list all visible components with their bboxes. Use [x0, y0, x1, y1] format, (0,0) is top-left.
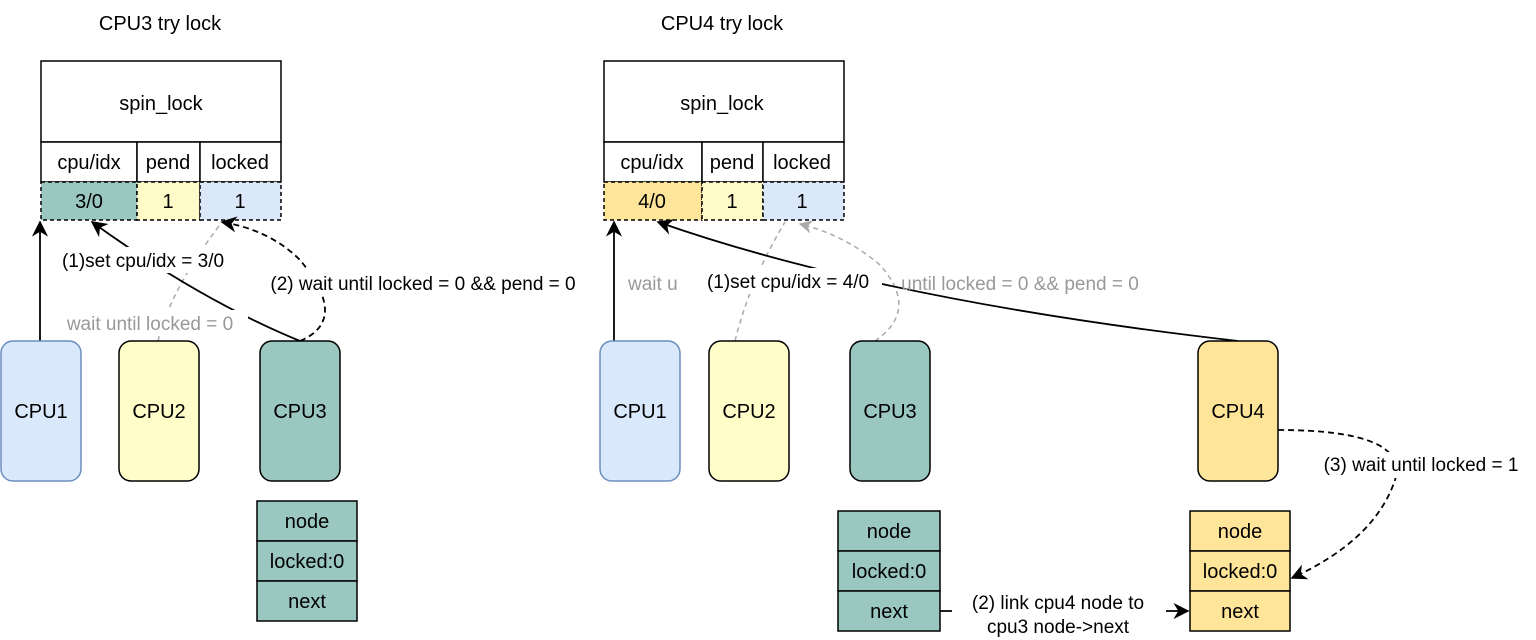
left-spin-lock-label: spin_lock — [119, 93, 203, 115]
left-cpu3-node: node locked:0 next — [256, 500, 358, 622]
right-value-cpu-idx: 4/0 — [638, 191, 666, 213]
left-arrow-cpu3-wait — [220, 216, 326, 342]
left-value-pend: 1 — [162, 191, 173, 213]
left-label-wait-pend: (2) wait until locked = 0 && pend = 0 — [270, 274, 575, 295]
right-spin-lock-label: spin_lock — [680, 93, 764, 115]
right-arrow-cpu4-wait — [1277, 429, 1398, 580]
right-cpu4-node-next: next — [1221, 601, 1259, 623]
left-node-next: next — [288, 591, 326, 613]
right-cpu3-node-next: next — [870, 601, 908, 623]
right-cpu3-label: CPU3 — [863, 401, 916, 423]
left-header-cpu-idx: cpu/idx — [57, 152, 120, 174]
left-header-locked: locked — [211, 152, 269, 174]
right-cpu2-label: CPU2 — [722, 401, 775, 423]
right-cpu3-node: node locked:0 next — [837, 510, 941, 632]
right-label-wait-partial: wait u — [627, 274, 678, 295]
left-label-wait-locked: wait until locked = 0 — [66, 314, 233, 335]
right-value-locked: 1 — [796, 191, 807, 213]
right-arrow-cpu4-set — [656, 219, 1239, 342]
left-value-cpu-idx: 3/0 — [75, 191, 103, 213]
right-cpu1: CPU1 — [599, 340, 681, 482]
right-cpu3-node-title: node — [867, 521, 912, 543]
right-cpu4: CPU4 — [1197, 340, 1279, 482]
left-title: CPU3 try lock — [99, 13, 222, 35]
right-label-wait-tail: until locked = 0 && pend = 0 — [901, 274, 1139, 295]
left-cpu1: CPU1 — [0, 340, 82, 482]
right-label-set: (1)set cpu/idx = 4/0 — [707, 272, 869, 293]
left-label-set: (1)set cpu/idx = 3/0 — [62, 251, 224, 272]
right-cpu3-node-locked: locked:0 — [852, 561, 927, 583]
left-cpu3-label: CPU3 — [273, 401, 326, 423]
left-spin-lock: spin_lock cpu/idx pend locked 3/0 1 1 — [40, 60, 282, 221]
right-label-link-1: (2) link cpu4 node to — [972, 593, 1144, 614]
right-label-link-2: cpu3 node->next — [987, 617, 1130, 638]
left-node-locked: locked:0 — [270, 551, 345, 573]
right-cpu3: CPU3 — [849, 340, 931, 482]
right-cpu4-node-locked: locked:0 — [1203, 561, 1278, 583]
right-title: CPU4 try lock — [661, 13, 784, 35]
right-value-pend: 1 — [726, 191, 737, 213]
left-header-pend: pend — [146, 152, 191, 174]
right-cpu4-node-title: node — [1218, 521, 1263, 543]
right-header-cpu-idx: cpu/idx — [620, 152, 683, 174]
right-cpu4-label: CPU4 — [1211, 401, 1264, 423]
left-cpu3: CPU3 — [259, 340, 341, 482]
right-cpu2: CPU2 — [708, 340, 790, 482]
left-cpu2-label: CPU2 — [132, 401, 185, 423]
right-spin-lock: spin_lock cpu/idx pend locked 4/0 1 1 — [603, 60, 845, 221]
left-cpu1-label: CPU1 — [14, 401, 67, 423]
right-label-wait-cpu4: (3) wait until locked = 1 — [1324, 455, 1519, 476]
right-cpu1-label: CPU1 — [613, 401, 666, 423]
right-header-locked: locked — [773, 152, 831, 174]
left-cpu2: CPU2 — [118, 340, 200, 482]
right-header-pend: pend — [710, 152, 755, 174]
left-arrow-cpu3-set — [90, 221, 301, 342]
left-value-locked: 1 — [234, 191, 245, 213]
left-node-title: node — [285, 511, 330, 533]
right-cpu4-node: node locked:0 next — [1189, 510, 1291, 632]
